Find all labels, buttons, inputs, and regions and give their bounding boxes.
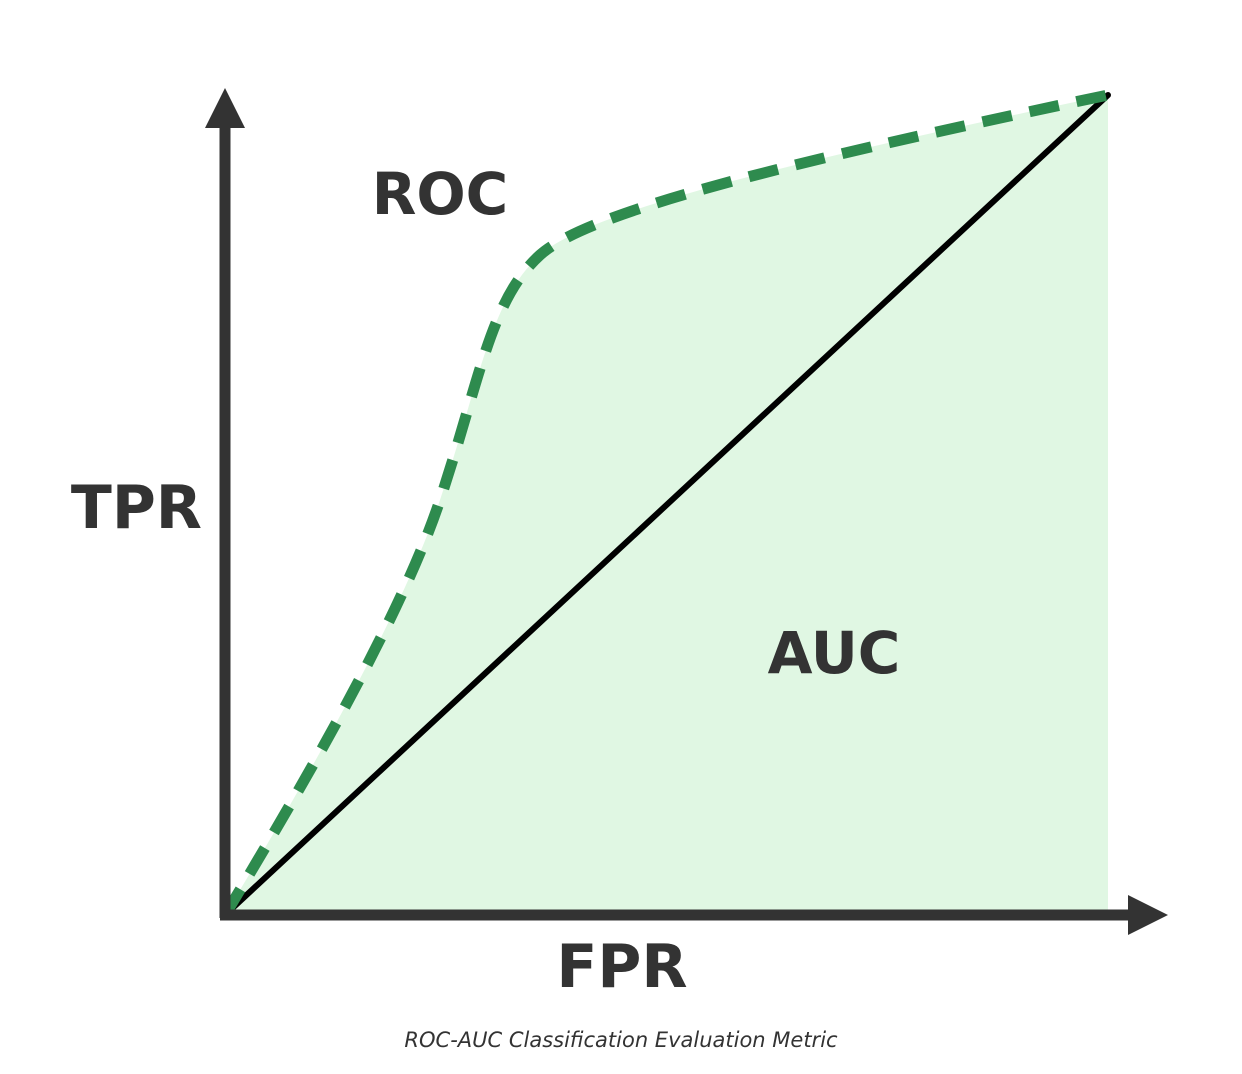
figure-caption: ROC-AUC Classification Evaluation Metric [404,1028,838,1052]
diagonal-reference-line [222,92,1111,918]
auc-area-label: AUC [768,619,901,687]
roc-curve-label: ROC [372,160,509,228]
y-axis-arrowhead [205,88,245,128]
x-axis-label: FPR [556,932,687,1000]
roc-curve [220,89,1110,918]
y-axis-label: TPR [71,473,202,543]
roc-auc-diagram: TPR FPR ROC AUC [71,88,1168,1000]
x-axis-arrowhead [1128,895,1168,935]
